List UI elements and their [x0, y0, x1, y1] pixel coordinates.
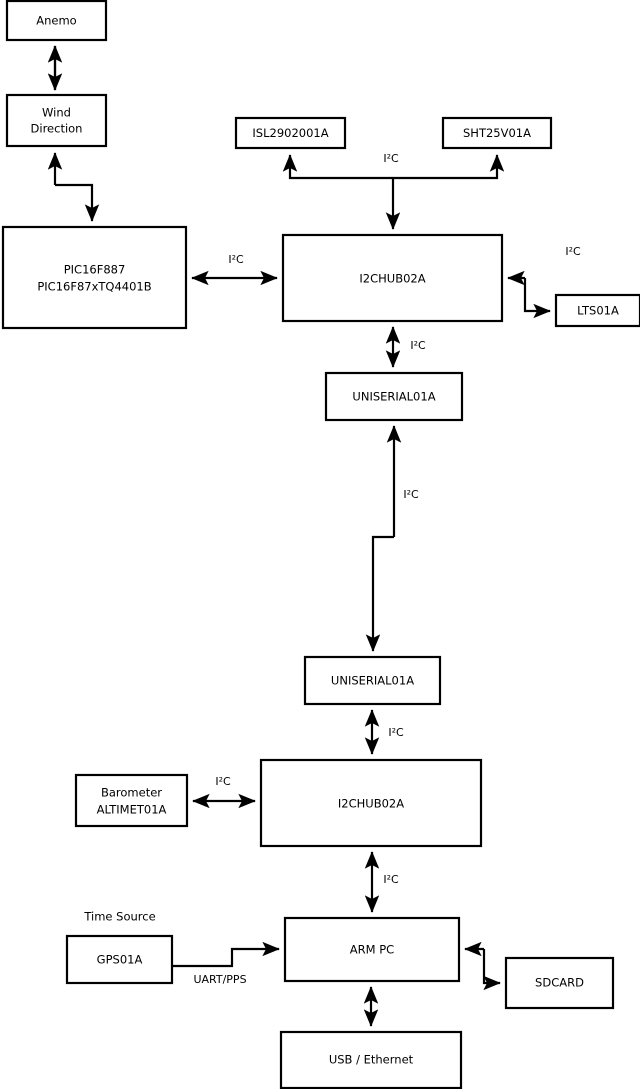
node-pic-mcu[interactable]: PIC16F887 PIC16F87xTQ4401B — [1, 225, 188, 330]
connector-uniserial-link — [365, 425, 402, 652]
edge-label-uniserial-hub2: I²C — [388, 726, 404, 739]
node-barometer-label-line2: ALTIMET01A — [97, 803, 167, 817]
node-sdcard[interactable]: SDCARD — [504, 956, 615, 1010]
edge-label-hub-sensors: I²C — [383, 152, 399, 165]
node-uniserial-top-label: UNISERIAL01A — [352, 390, 435, 404]
connector-hub-top-lts — [507, 270, 551, 319]
node-arm-pc-label: ARM PC — [350, 943, 394, 957]
node-uniserial-top[interactable]: UNISERIAL01A — [324, 371, 464, 422]
node-i2chub-bottom-label: I2CHUB02A — [338, 797, 404, 811]
edge-label-pic-hub: I²C — [228, 253, 244, 266]
node-i2chub-bottom[interactable]: I2CHUB02A — [259, 758, 483, 848]
edge-label-hub2-arm: I²C — [383, 873, 399, 886]
node-barometer-label-line1: Barometer — [101, 786, 162, 800]
node-isl-light-sensor-label: ISL2902001A — [252, 126, 328, 140]
node-wind-direction-label-line2: Direction — [31, 122, 83, 136]
node-gps[interactable]: GPS01A — [65, 934, 174, 985]
node-wind-direction[interactable]: Wind Direction — [5, 93, 108, 148]
connector-hub-top-sensors — [282, 154, 505, 230]
node-pic-mcu-label-line2: PIC16F87xTQ4401B — [37, 280, 151, 294]
node-usb-ethernet-label: USB / Ethernet — [329, 1053, 414, 1067]
node-usb-ethernet[interactable]: USB / Ethernet — [279, 1030, 463, 1089]
node-i2chub-top-label: I2CHUB02A — [359, 272, 425, 286]
node-i2chub-top[interactable]: I2CHUB02A — [281, 233, 504, 323]
node-anemo-label: Anemo — [36, 14, 76, 28]
node-uniserial-bottom[interactable]: UNISERIAL01A — [303, 655, 442, 706]
node-gps-label: GPS01A — [97, 953, 143, 967]
node-uniserial-bottom-label: UNISERIAL01A — [331, 674, 414, 688]
node-barometer[interactable]: Barometer ALTIMET01A — [74, 773, 189, 828]
node-lts-temp-sensor[interactable]: LTS01A — [554, 293, 640, 328]
connector-armpc-sdcard — [464, 941, 501, 991]
node-lts-temp-sensor-label: LTS01A — [577, 304, 619, 318]
node-sdcard-label: SDCARD — [535, 976, 584, 990]
node-isl-light-sensor[interactable]: ISL2902001A — [234, 116, 347, 150]
connector-gps-armpc — [172, 941, 280, 968]
connector-wind-pic — [47, 152, 100, 222]
node-sht-humidity-sensor-label: SHT25V01A — [463, 126, 531, 140]
edge-label-baro-hub2: I²C — [215, 775, 231, 788]
time-source-label: Time Source — [83, 910, 155, 924]
node-wind-direction-label-line1: Wind — [42, 106, 71, 120]
edge-label-hub-lts: I²C — [565, 245, 581, 258]
node-arm-pc[interactable]: ARM PC — [283, 916, 461, 983]
node-sht-humidity-sensor[interactable]: SHT25V01A — [441, 116, 553, 150]
node-anemo[interactable]: Anemo — [5, 0, 108, 42]
edge-label-uniserial-link: I²C — [403, 488, 419, 501]
edge-label-hub-uniserial: I²C — [410, 339, 426, 352]
edge-label-gps-arm: UART/PPS — [193, 973, 246, 986]
node-pic-mcu-label-line1: PIC16F887 — [64, 263, 126, 277]
